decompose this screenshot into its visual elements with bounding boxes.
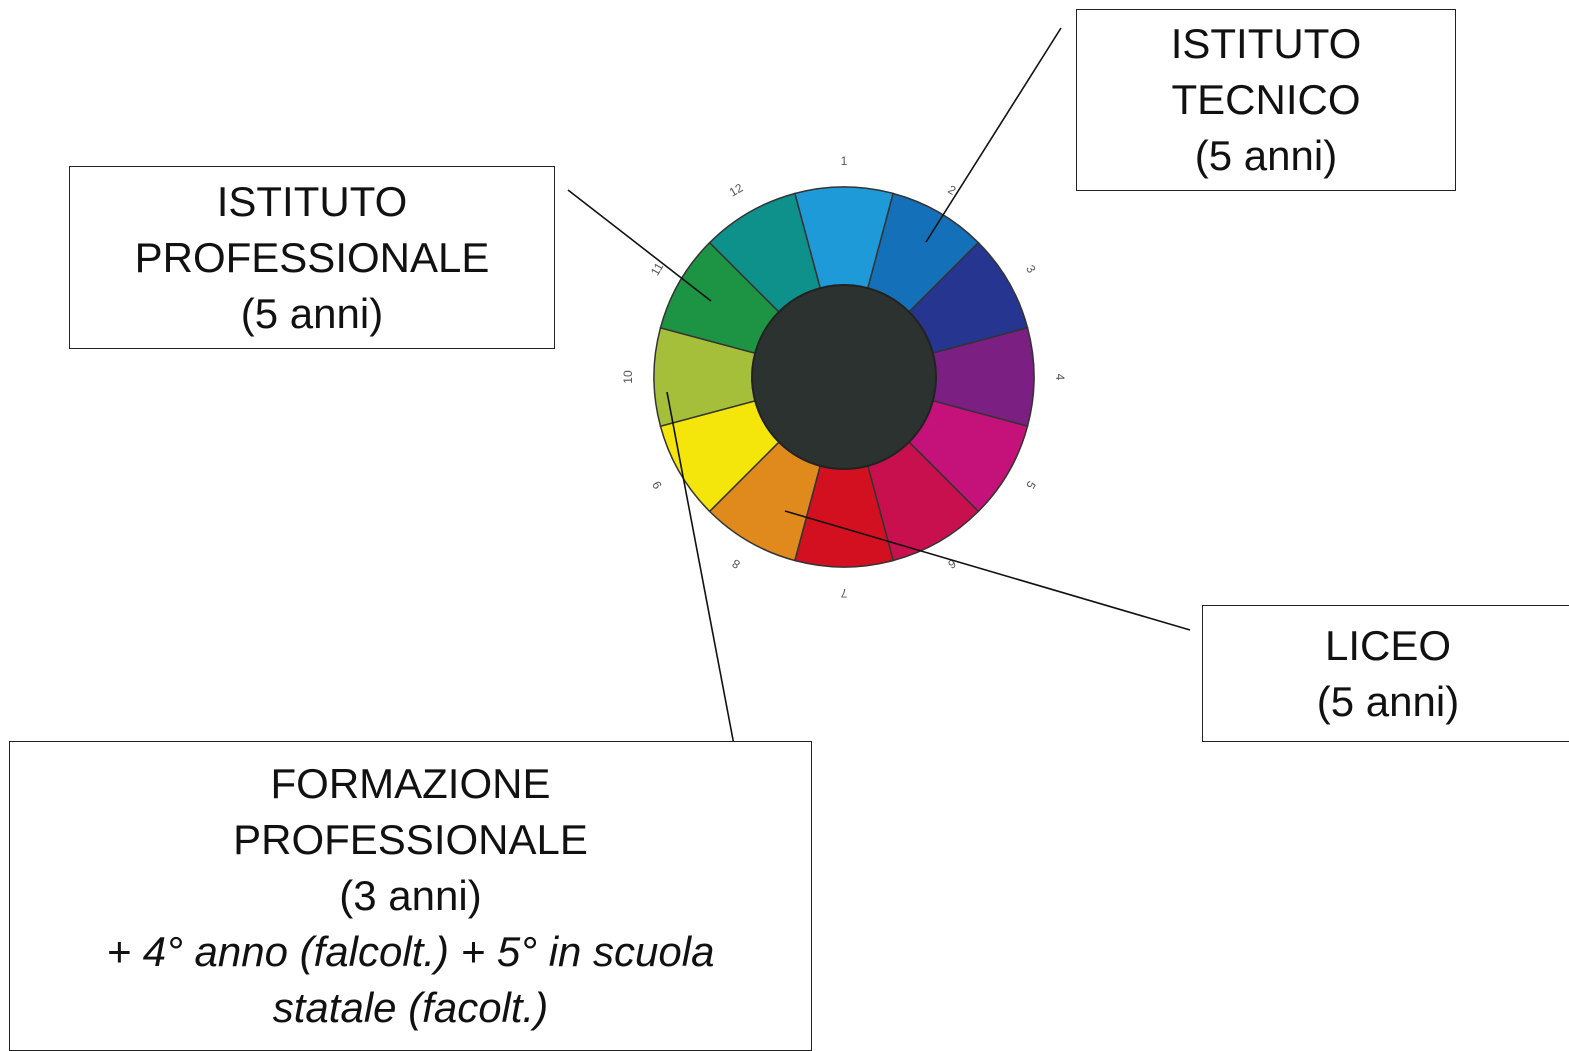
liceo-line-2: (5 anni) xyxy=(1316,677,1460,725)
wheel-number-4: 4 xyxy=(1053,374,1067,381)
wheel-number-5: 5 xyxy=(1023,479,1039,492)
professionale-line-2: PROFESSIONALE xyxy=(134,233,490,281)
tecnico-line-2: TECNICO xyxy=(1171,76,1361,123)
wheel-number-11: 11 xyxy=(648,260,667,278)
formazione-line-1: FORMAZIONE xyxy=(270,760,551,807)
wheel-number-3: 3 xyxy=(1023,263,1039,276)
wheel-number-9: 9 xyxy=(649,478,665,491)
liceo-line-1: LICEO xyxy=(1324,621,1452,669)
professionale-line-1: ISTITUTO xyxy=(216,177,408,225)
wheel-number-10: 10 xyxy=(621,370,635,384)
tecnico-line-3: (5 anni) xyxy=(1194,132,1338,179)
formazione-note-line-1: + 4° anno (falcolt.) + 5° in scuola xyxy=(106,928,715,975)
formazione-line-3: (3 anni) xyxy=(339,872,482,919)
connector-lines xyxy=(567,27,1191,746)
connector-professionale xyxy=(567,189,712,302)
formazione-line-2: PROFESSIONALE xyxy=(233,816,588,863)
color-wheel-segments xyxy=(653,186,1035,568)
formazione-professionale-box: FORMAZIONE PROFESSIONALE (3 anni) + 4° a… xyxy=(9,741,812,1051)
istituto-professionale-box: ISTITUTO PROFESSIONALE (5 anni) xyxy=(69,166,555,349)
color-wheel-hub xyxy=(751,284,937,470)
tecnico-line-1: ISTITUTO xyxy=(1170,20,1362,67)
formazione-note-line-2: statale (facolt.) xyxy=(272,984,549,1031)
connector-tecnico xyxy=(925,27,1062,243)
wheel-number-7: 7 xyxy=(840,586,847,600)
professionale-line-3: (5 anni) xyxy=(240,289,384,337)
connector-liceo xyxy=(784,510,1191,631)
connector-formazione xyxy=(666,391,735,746)
istituto-tecnico-box: ISTITUTO TECNICO (5 anni) xyxy=(1076,9,1456,191)
liceo-box: LICEO (5 anni) xyxy=(1202,605,1569,742)
wheel-number-1: 1 xyxy=(841,154,848,168)
wheel-number-8: 8 xyxy=(729,556,742,572)
wheel-number-12: 12 xyxy=(727,181,746,200)
wheel-number-2: 2 xyxy=(946,182,959,198)
